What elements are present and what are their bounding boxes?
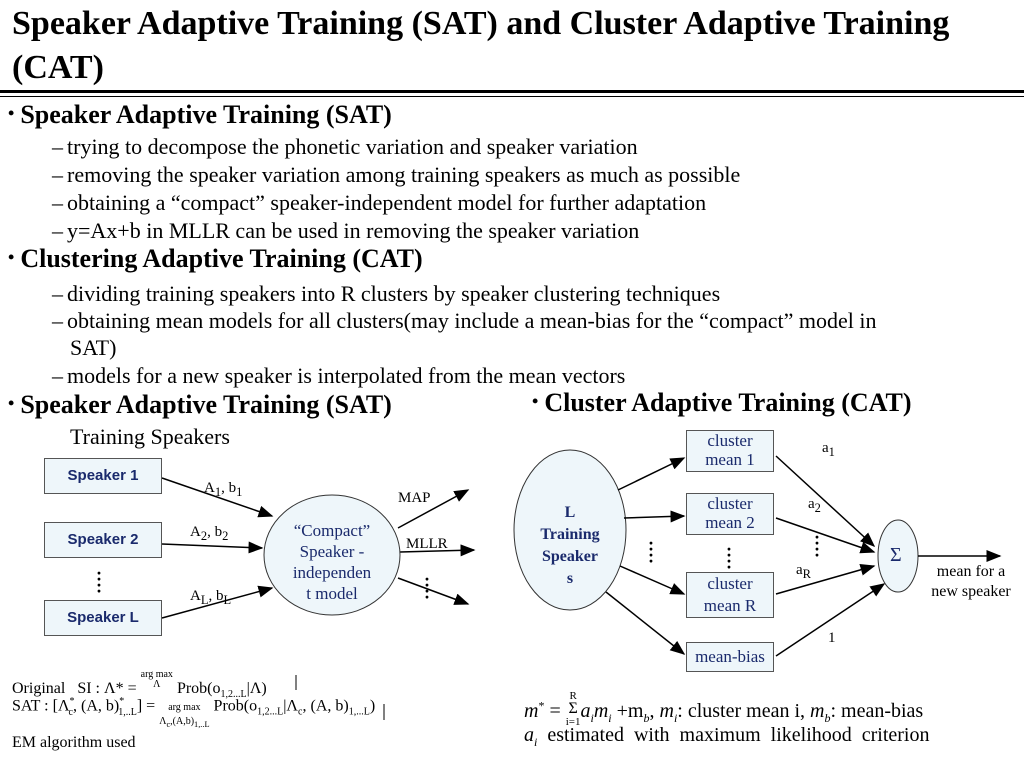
speaker-ellipsis: ···· [96, 563, 103, 601]
page-title: Speaker Adaptive Training (SAT) and Clus… [12, 5, 950, 86]
transform-1-label: A1, b1 [204, 480, 243, 499]
compact-model-ellipse [263, 494, 401, 616]
training-speakers-ellipse [513, 449, 627, 611]
output-ellipsis: ···· [424, 569, 431, 607]
weight-bias-label: 1 [828, 630, 836, 646]
speaker-L-box: Speaker L [44, 600, 162, 636]
transform-L-label: AL, bL [190, 588, 232, 607]
sat-diagram-heading: •Speaker Adaptive Training (SAT) [8, 390, 392, 419]
arrow-speaker2 [161, 541, 264, 554]
weight-ellipsis: ···· [814, 527, 821, 565]
mllr-label: MLLR [406, 536, 448, 552]
cat-bullet: •Clustering Adaptive Training (CAT) [8, 244, 423, 273]
cluster-ellipsis: ···· [726, 539, 733, 577]
arrow-more [397, 577, 470, 605]
sat-bullet: •Speaker Adaptive Training (SAT) [8, 100, 392, 129]
mean-bias-box: mean-bias [686, 642, 774, 672]
arrow-mllr [399, 544, 476, 557]
speaker-2-box: Speaker 2 [44, 522, 162, 558]
arrow-speaker1 [161, 477, 274, 518]
cat-item-3: –models for a new speaker is interpolate… [52, 363, 626, 388]
training-speakers-label: Training Speakers [70, 424, 230, 449]
cat-diagram-heading: •Cluster Adaptive Training (CAT) [532, 388, 912, 417]
cat-item-1: –dividing training speakers into R clust… [52, 281, 721, 306]
sum-symbol: Σ [890, 544, 902, 566]
title-rule [0, 90, 1024, 93]
em-note: EM algorithm used [12, 734, 136, 751]
arrow-speakerL [161, 585, 274, 619]
cat-speaker-ellipsis: ···· [648, 533, 655, 571]
sat-item-4: –y=Ax+b in MLLR can be used in removing … [52, 218, 640, 243]
transform-2-label: A2, b2 [190, 524, 229, 543]
cat-formula-note: ai estimated with maximum likelihood cri… [524, 724, 930, 749]
cat-item-2: –obtaining mean models for all clusters(… [52, 308, 877, 360]
map-label: MAP [398, 490, 431, 506]
arrow-map [397, 489, 470, 529]
weight-aR-label: aR [796, 562, 812, 581]
sat-item-1: –trying to decompose the phonetic variat… [52, 134, 638, 159]
sat-item-2: –removing the speaker variation among tr… [52, 162, 741, 187]
weight-a2-label: a2 [808, 496, 821, 515]
speaker-1-box: Speaker 1 [44, 458, 162, 494]
sat-item-3: –obtaining a “compact” speaker-independe… [52, 190, 707, 215]
title-rule-thin [0, 96, 1024, 97]
weight-a1-label: a1 [822, 440, 835, 459]
